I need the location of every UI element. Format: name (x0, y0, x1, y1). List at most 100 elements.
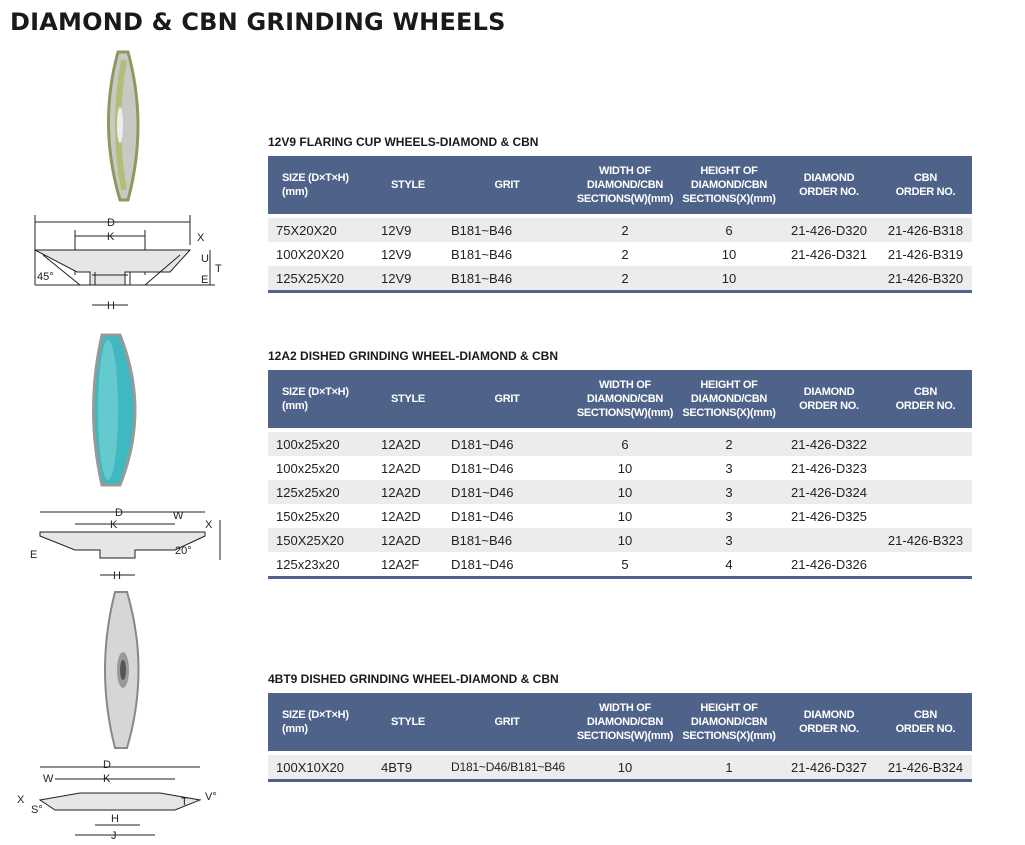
table-cell: 2 (571, 266, 679, 293)
table-cell: 21-426-D323 (791, 460, 867, 476)
table-cell: 21-426-D326 (779, 552, 879, 579)
label-x: X (17, 794, 25, 806)
table-cell: 2 (571, 218, 679, 242)
table-cell: 125x23x20 (268, 552, 373, 579)
table-cell (879, 480, 972, 504)
table-cell: 3 (679, 480, 779, 504)
table-cell: 21-426-D321 (791, 246, 867, 262)
label-u: U (201, 253, 209, 265)
label-x: X (197, 232, 205, 244)
label-e: E (201, 274, 208, 286)
table-cell (879, 432, 972, 456)
label-angle: 45° (37, 271, 54, 283)
column-header: SIZE (D×T×H)(mm) (268, 370, 373, 428)
table-cell: 21-426-B319 (887, 246, 964, 262)
table-cell: D181~D46 (451, 508, 514, 524)
table-cell: 10 (617, 460, 633, 476)
label-s: S° (31, 804, 43, 816)
table-cell: 100x25x20 (276, 460, 340, 476)
column-header: GRIT (443, 156, 571, 214)
table-cell: 12V9 (381, 246, 412, 262)
table-cell: 125x25x20 (268, 480, 373, 504)
table-cell: 5 (571, 552, 679, 579)
table-cell: D181~D46 (443, 480, 571, 504)
section-12v9: 12V9 FLARING CUP WHEELS-DIAMOND & CBN SIZ… (268, 135, 972, 293)
table-cell: 12A2D (373, 432, 443, 456)
section-title: 12A2 DISHED GRINDING WHEEL-DIAMOND & CBN (268, 349, 559, 363)
section-title: 12V9 FLARING CUP WHEELS-DIAMOND & CBN (268, 135, 539, 149)
table-cell: 12V9 (373, 266, 443, 293)
table-cell: 12V9 (373, 218, 443, 242)
column-header: GRIT (443, 693, 571, 751)
label-k: K (110, 519, 118, 531)
table-cell: D181~D46 (443, 432, 571, 456)
column-header: SIZE (D×T×H)(mm) (268, 156, 373, 214)
table-cell: 21-426-D320 (779, 218, 879, 242)
label-d: D (115, 507, 123, 519)
label-e: E (30, 549, 37, 561)
4bt9-wheel-photo (104, 591, 140, 749)
table-cell: 21-426-D327 (779, 755, 879, 782)
column-header: GRIT (443, 370, 571, 428)
table-cell (879, 504, 972, 528)
table-cell (879, 552, 972, 579)
label-w: W (43, 773, 54, 785)
table-cell: 75X20X20 (268, 218, 373, 242)
table-cell: 100X10X20 (268, 755, 373, 782)
table-cell: B181~B46 (443, 218, 571, 242)
table-cell: 150x25x20 (276, 508, 340, 524)
table-cell: 12A2F (373, 552, 443, 579)
label-angle: 20° (175, 545, 192, 557)
table-cell: 3 (679, 528, 779, 552)
table-cell: 10 (571, 755, 679, 782)
table-cell: 3 (725, 460, 733, 476)
label-t: T (181, 796, 188, 808)
table-cell: 6 (679, 218, 779, 242)
table-cell: 10 (721, 246, 737, 262)
flaring-cup-wheel-photo (106, 50, 140, 202)
label-v: V° (205, 791, 217, 803)
table-cell: 125X25X20 (268, 266, 373, 293)
table-cell (879, 456, 972, 480)
table-cell: 12A2D (381, 460, 421, 476)
table-cell: 21-426-B323 (879, 528, 972, 552)
label-j: J (111, 830, 117, 842)
table-cell: 3 (725, 508, 733, 524)
table-cell: D181~D46/B181~B46 (443, 755, 571, 782)
table-cell: 100X20X20 (276, 246, 344, 262)
table-cell: 1 (679, 755, 779, 782)
page-title: DIAMOND & CBN GRINDING WHEELS (10, 8, 506, 36)
label-x: X (205, 519, 213, 531)
table-cell: 2 (679, 432, 779, 456)
label-h: H (107, 300, 115, 312)
table-cell: 4 (679, 552, 779, 579)
table-cell: 6 (571, 432, 679, 456)
table-cell: 10 (571, 480, 679, 504)
table-cell: 10 (617, 508, 633, 524)
label-h: H (111, 813, 119, 825)
table-cell: B181~B46 (443, 266, 571, 293)
dished-wheel-photo (92, 333, 137, 487)
label-h: H (113, 570, 121, 582)
column-header: SIZE (D×T×H)(mm) (268, 693, 373, 751)
table-cell: 10 (679, 266, 779, 293)
table-cell: 21-426-B320 (879, 266, 972, 293)
